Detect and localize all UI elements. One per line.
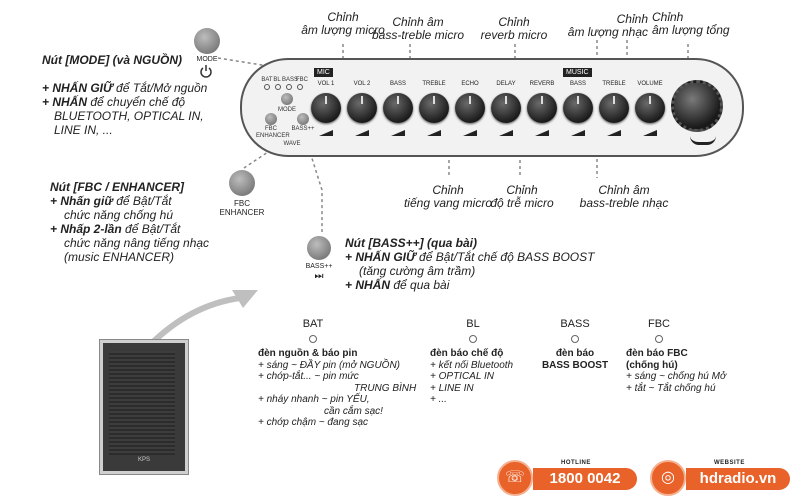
legend-fbc: FBC đèn báo FBC (chống hú) + sáng ~ chốn… (626, 318, 726, 394)
panel-led-label-bat: BAT (261, 77, 273, 83)
phone-icon: ☏ (497, 460, 533, 496)
level-wedge-bass-music (571, 130, 585, 136)
level-wedge-vol1 (319, 130, 333, 136)
callout-bass-treble-music: Chỉnh âm bass-treble nhạc (579, 183, 669, 210)
mode-button-label: MODE (196, 56, 218, 63)
master-volume-knob[interactable] (671, 80, 723, 132)
speaker-image: KPS (100, 340, 188, 474)
hotline-number[interactable]: 1800 0042 (533, 468, 637, 490)
panel-wave-label: WAVE (283, 141, 301, 147)
website-url[interactable]: hdradio.vn (686, 468, 790, 490)
level-wedge-vol2 (355, 130, 369, 136)
knob-label-treble-music: TREBLE (602, 81, 626, 87)
fbc-note: Nút [FBC / ENHANCER] + Nhấn giữ để Bật/T… (50, 180, 210, 264)
knob-label-vol2: VOL 2 (353, 81, 371, 87)
legend-bl: BL đèn báo chế độ + kết nối Bluetooth + … (430, 318, 514, 405)
panel-bass-button[interactable] (297, 113, 309, 125)
website-label: WEBSITE (714, 460, 745, 466)
level-wedge-volume-music (643, 130, 657, 136)
knob-label-reverb: REVERB (529, 81, 555, 87)
knob-label-bass-music: BASS (569, 81, 586, 87)
panel-led-label-bl: BL (273, 77, 281, 83)
mode-note: Nút [MODE] (và NGUỒN) + NHẤN GIỮ để Tắt/… (42, 53, 208, 137)
knob-label-volume-music: VOLUME (637, 81, 663, 87)
panel-mode-button[interactable] (281, 93, 293, 105)
callout-echo-micro: Chỉnh tiếng vang micro (403, 183, 493, 210)
knob-treble-mic[interactable] (419, 93, 449, 123)
callout-bass-treble-micro: Chỉnh âm bass-treble micro (371, 15, 465, 42)
level-wedge-echo (463, 130, 477, 136)
led-bl-icon (469, 335, 477, 343)
knob-treble-music[interactable] (599, 93, 629, 123)
hotline-badge[interactable]: ☏ HOTLINE 1800 0042 (497, 460, 647, 496)
knob-label-vol1: VOL 1 (317, 81, 335, 87)
bass-note: Nút [BASS++] (qua bài) + NHẤN GIỮ để Bật… (345, 236, 595, 292)
knob-reverb[interactable] (527, 93, 557, 123)
knob-label-bass-mic: BASS (389, 81, 406, 87)
knob-bass-music[interactable] (563, 93, 593, 123)
knob-delay[interactable] (491, 93, 521, 123)
panel-bass-label: BASS++ (291, 126, 315, 132)
level-wedge-treble-mic (427, 130, 441, 136)
knob-label-treble-mic: TREBLE (422, 81, 446, 87)
callout-delay-micro: Chỉnh độ trễ micro (490, 183, 554, 210)
hotline-label: HOTLINE (561, 460, 591, 466)
fbc-button-label: FBC ENHANCER (219, 199, 265, 217)
level-wedge-delay (499, 130, 513, 136)
knob-label-echo: ECHO (461, 81, 479, 87)
led-fbc-icon (655, 335, 663, 343)
master-volume-arc (690, 136, 716, 145)
knob-label-delay: DELAY (496, 81, 516, 87)
globe-icon: ◎ (650, 460, 686, 496)
fbc-enhancer-button[interactable] (229, 170, 255, 196)
panel-led-row (264, 84, 308, 90)
speaker-logo: KPS (137, 457, 150, 463)
next-track-icon: ⏭ (314, 271, 324, 282)
level-wedge-bass-mic (391, 130, 405, 136)
knob-vol2[interactable] (347, 93, 377, 123)
knob-bass-mic[interactable] (383, 93, 413, 123)
mode-button[interactable] (194, 28, 220, 54)
panel-mode-label: MODE (278, 107, 296, 113)
mic-tag: MIC (314, 68, 333, 77)
panel-fbc-label: FBC ENHANCER (256, 126, 290, 139)
level-wedge-treble-music (607, 130, 621, 136)
website-badge[interactable]: ◎ WEBSITE hdradio.vn (650, 460, 796, 496)
knob-vol1[interactable] (311, 93, 341, 123)
callout-volume-micro: Chỉnh âm lượng micro (301, 10, 385, 37)
legend-bass: BASS đèn báo BASS BOOST (541, 318, 609, 371)
led-bat-icon (309, 335, 317, 343)
panel-led-label-fbc: FBC (296, 77, 308, 83)
music-tag: MUSIC (563, 68, 592, 77)
callout-reverb-micro: Chỉnh reverb micro (480, 15, 548, 42)
panel-fbc-button[interactable] (265, 113, 277, 125)
legend-bat: BAT đèn nguồn & báo pin + sáng ~ ĐẦY pin… (258, 318, 417, 428)
level-wedge-reverb (535, 130, 549, 136)
panel-led-label-bass: BASS (282, 77, 299, 83)
power-icon (199, 64, 213, 78)
knob-echo[interactable] (455, 93, 485, 123)
knob-volume-music[interactable] (635, 93, 665, 123)
bass-plus-label: BASS++ (305, 263, 333, 270)
led-bass-icon (571, 335, 579, 343)
speaker-grille (109, 351, 175, 455)
callout-volume-master: Chỉnh âm lượng tổng (652, 10, 730, 37)
bass-plus-button[interactable] (307, 236, 331, 260)
callout-volume-music: Chỉnh âm lượng nhạc (567, 12, 648, 39)
